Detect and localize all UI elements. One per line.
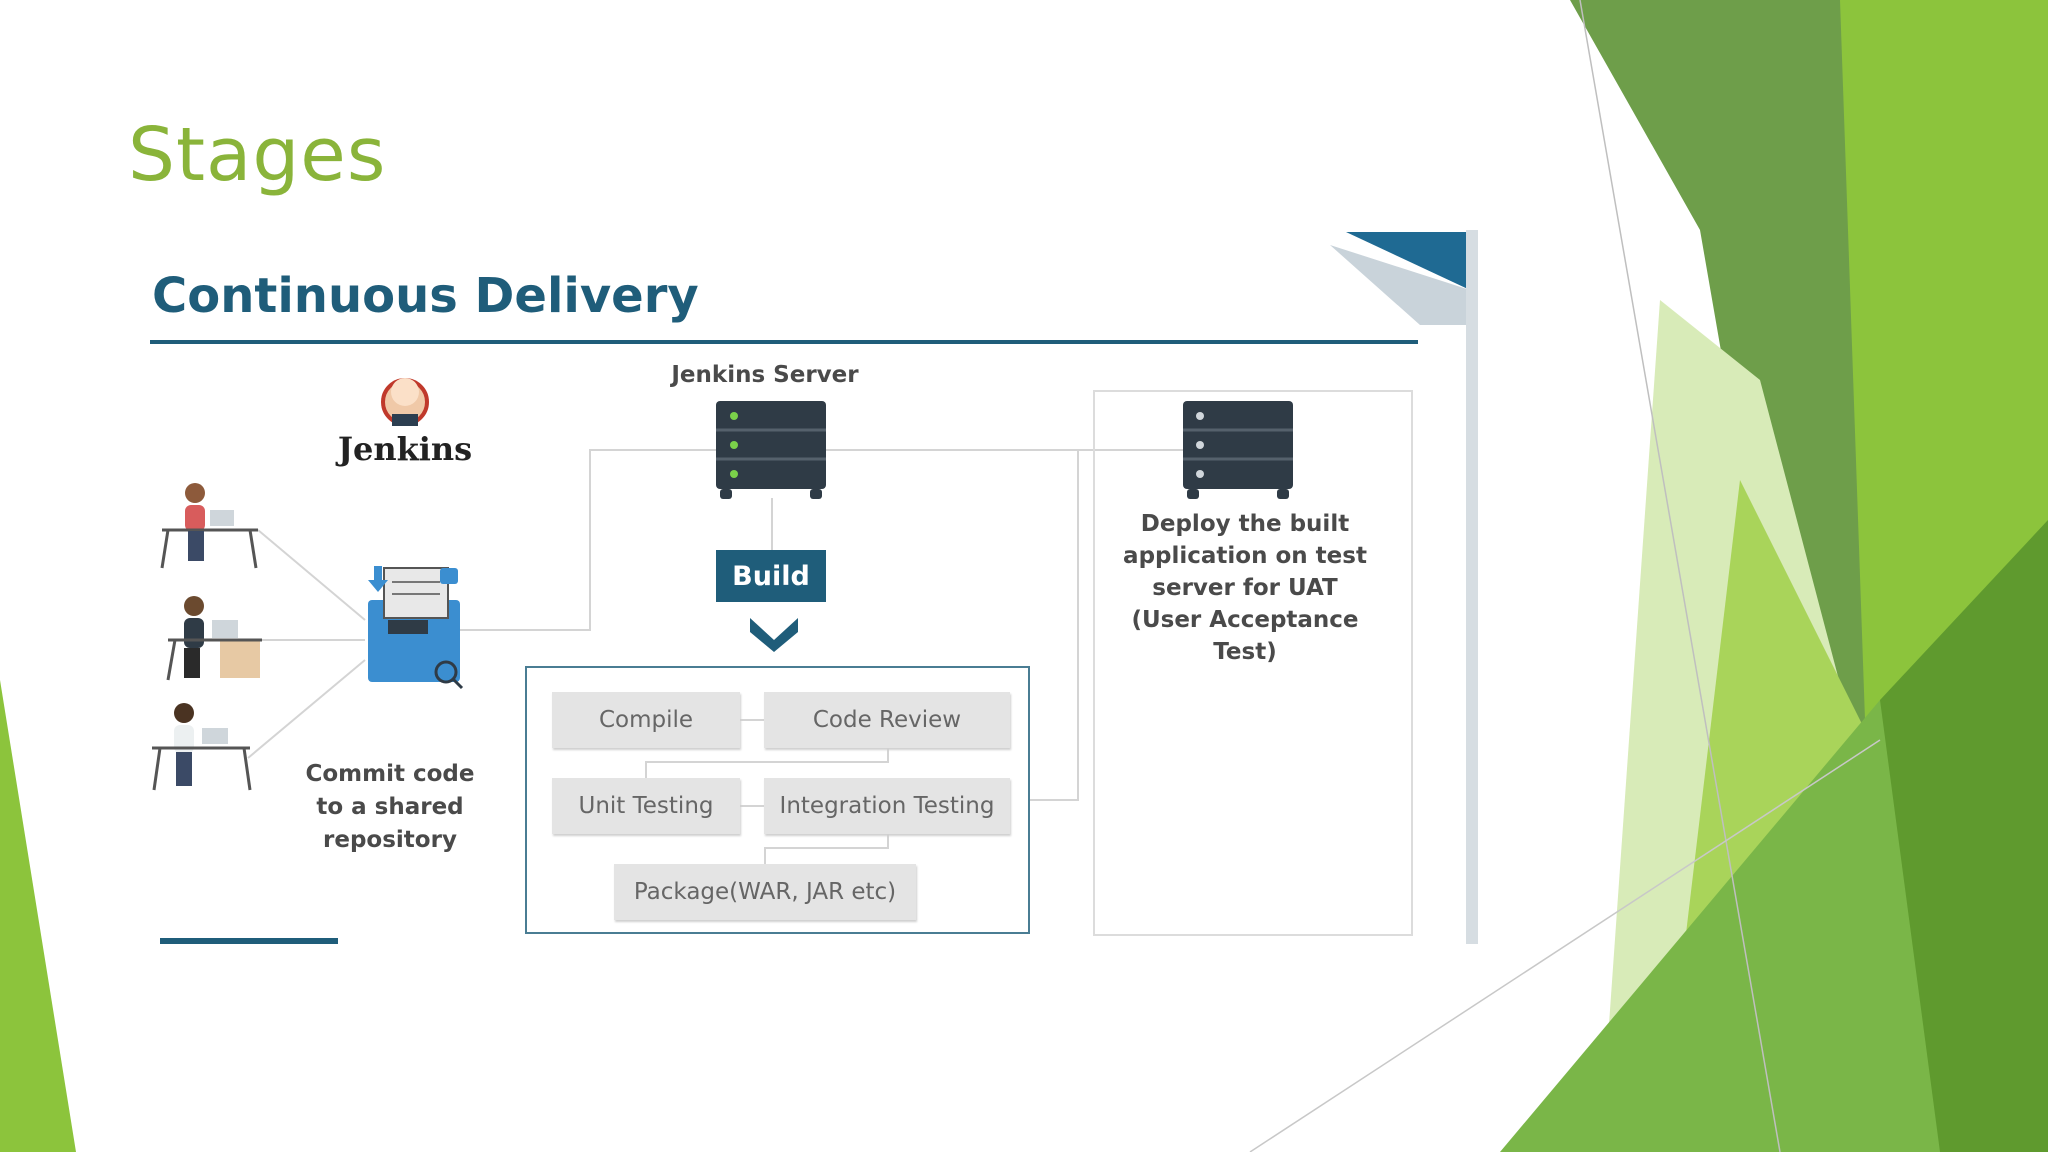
slide-title: Stages [128,112,387,198]
deploy-label-line: application on test [1123,543,1367,569]
step-package: Package(WAR, JAR etc) [614,864,916,920]
commit-label: Commit code to a shared repository [300,758,480,857]
deploy-label-line: Deploy the built [1140,511,1350,537]
corner-ornament [1330,245,1470,325]
step-compile: Compile [552,692,740,748]
thin-line [1249,739,1881,1152]
commit-label-line: to a shared [316,794,464,820]
deploy-label-line: server for UAT [1152,575,1338,601]
commit-label-line: Commit code [305,761,475,787]
repository-icon [368,566,464,690]
jenkins-server-icon [716,401,826,499]
jenkins-logo-icon [381,378,429,426]
diagram-title: Continuous Delivery [152,268,699,324]
thin-line [1579,0,1781,1152]
corner-ornament [1346,232,1470,290]
deploy-label: Deploy the built application on test ser… [1100,508,1390,668]
step-integration-testing: Integration Testing [764,778,1010,834]
jenkins-server-label: Jenkins Server [671,362,859,388]
step-code-review: Code Review [764,692,1010,748]
connector-lines [247,449,1185,864]
step-unit-testing: Unit Testing [552,778,740,834]
developer-icon [160,483,258,569]
test-server-icon [1183,401,1293,499]
bottom-rule [160,938,338,944]
jenkins-logo-text: Jenkins [337,430,473,468]
title-rule [150,340,1418,344]
commit-label-line: repository [323,827,457,853]
left-green-shard [0,680,76,1152]
right-deep-shard [1880,520,2048,1152]
build-steps-box [525,666,1030,934]
build-stage: Build [716,550,826,602]
developer-icon [152,703,252,791]
deploy-box [1093,390,1413,936]
deploy-label-line: (User Acceptance Test) [1131,607,1359,665]
developer-icon [166,596,262,681]
chevron-down-icon [750,618,798,652]
diagram-right-bar [1466,230,1478,944]
